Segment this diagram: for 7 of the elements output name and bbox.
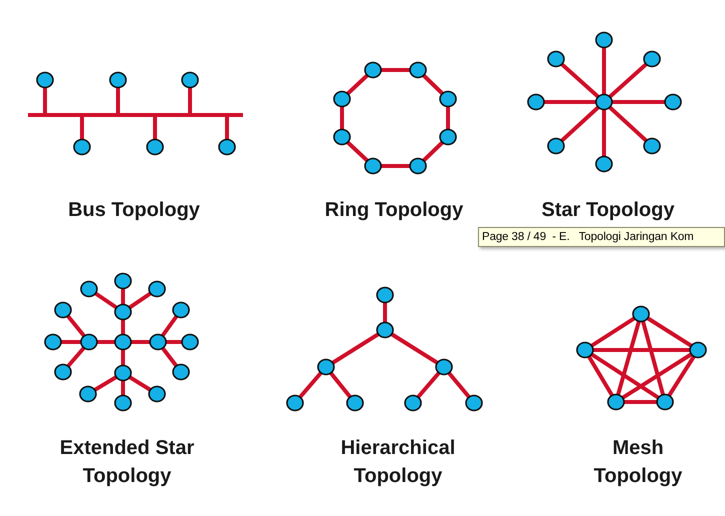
topology-caption: Hierarchical Topology [340,436,456,489]
topology-caption: Ring Topology [324,198,464,223]
topology-caption: Extended Star Topology [58,436,196,489]
tooltip: Page 38 / 49 - E. Topologi Jaringan Kom [478,227,725,247]
topology-caption: Star Topology [540,198,676,223]
topology-caption: Bus Topology [67,198,201,223]
topology-caption: Mesh Topology [592,436,684,489]
